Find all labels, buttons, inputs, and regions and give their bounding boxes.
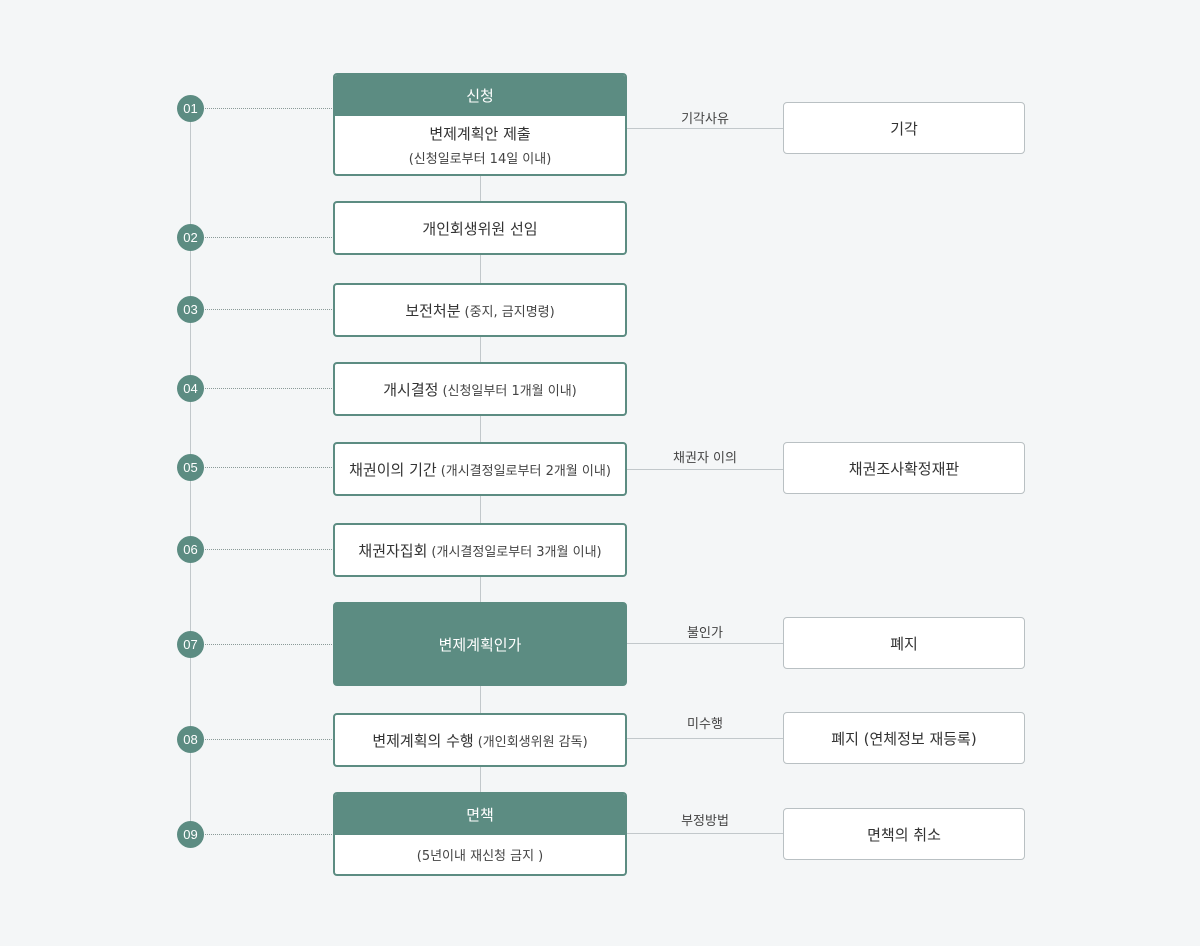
step-09-box: 면책 (5년이내 재신청 금지 ): [333, 792, 627, 876]
step-05-sub: (개시결정일로부터 2개월 이내): [440, 463, 611, 479]
outcome-box: 채권조사확정재판: [783, 442, 1025, 494]
branch-label: 미수행: [687, 717, 723, 732]
step-04-box: 개시결정 (신청일부터 1개월 이내): [333, 362, 627, 416]
step-number: 02: [177, 224, 204, 251]
branch-line: [627, 643, 783, 644]
step-04-sub: (신청일부터 1개월 이내): [442, 383, 577, 399]
step-connector: [203, 549, 334, 550]
step-connector: [203, 834, 334, 835]
step-06-main: 채권자집회: [358, 541, 428, 560]
step-05-box: 채권이의 기간 (개시결정일로부터 2개월 이내): [333, 442, 627, 496]
step-06-sub: (개시결정일로부터 3개월 이내): [431, 544, 602, 560]
step-02-main: 개인회생위원 선임: [422, 219, 538, 238]
step-01-sub: (신청일로부터 14일 이내): [408, 152, 552, 167]
step-number: 09: [177, 821, 204, 848]
step-07-main: 변제계획인가: [438, 635, 522, 654]
step-08-sub: (개인회생위원 감독): [477, 734, 588, 750]
outcome-box: 면책의 취소: [783, 808, 1025, 860]
branch-line: [627, 128, 783, 129]
step-03-box: 보전처분 (중지, 금지명령): [333, 283, 627, 337]
step-03-main: 보전처분: [405, 301, 461, 320]
step-connector: [203, 739, 334, 740]
step-02-box: 개인회생위원 선임: [333, 201, 627, 255]
step-08-box: 변제계획의 수행 (개인회생위원 감독): [333, 713, 627, 767]
outcome-box: 폐지 (연체정보 재등록): [783, 712, 1025, 764]
step-04-main: 개시결정: [383, 380, 439, 399]
outcome-box: 기각: [783, 102, 1025, 154]
branch-label: 부정방법: [681, 814, 729, 829]
branch-line: [627, 833, 783, 834]
step-connector: [203, 644, 334, 645]
step-01-main: 변제계획안 제출: [429, 125, 531, 143]
step-01-title: 신청: [335, 75, 625, 116]
step-connector: [203, 388, 334, 389]
step-07-box: 변제계획인가: [333, 602, 627, 686]
step-connector: [203, 237, 334, 238]
branch-label: 불인가: [687, 626, 723, 641]
outcome-box: 폐지: [783, 617, 1025, 669]
step-05-main: 채권이의 기간: [349, 460, 437, 479]
step-09-title: 면책: [335, 794, 625, 835]
step-01-box: 신청 변제계획안 제출 (신청일로부터 14일 이내): [333, 73, 627, 176]
step-number: 03: [177, 296, 204, 323]
step-03-sub: (중지, 금지명령): [464, 304, 555, 320]
step-number: 01: [177, 95, 204, 122]
branch-label: 채권자 이의: [673, 451, 737, 466]
step-06-box: 채권자집회 (개시결정일로부터 3개월 이내): [333, 523, 627, 577]
step-number: 07: [177, 631, 204, 658]
step-number: 06: [177, 536, 204, 563]
branch-label: 기각사유: [681, 112, 729, 127]
step-09-sub: (5년이내 재신청 금지 ): [416, 849, 544, 864]
branch-line: [627, 738, 783, 739]
branch-line: [627, 469, 783, 470]
step-number: 08: [177, 726, 204, 753]
step-number: 04: [177, 375, 204, 402]
step-number: 05: [177, 454, 204, 481]
step-connector: [203, 309, 334, 310]
step-connector: [203, 467, 334, 468]
step-08-main: 변제계획의 수행: [372, 731, 474, 750]
step-connector: [203, 108, 334, 109]
